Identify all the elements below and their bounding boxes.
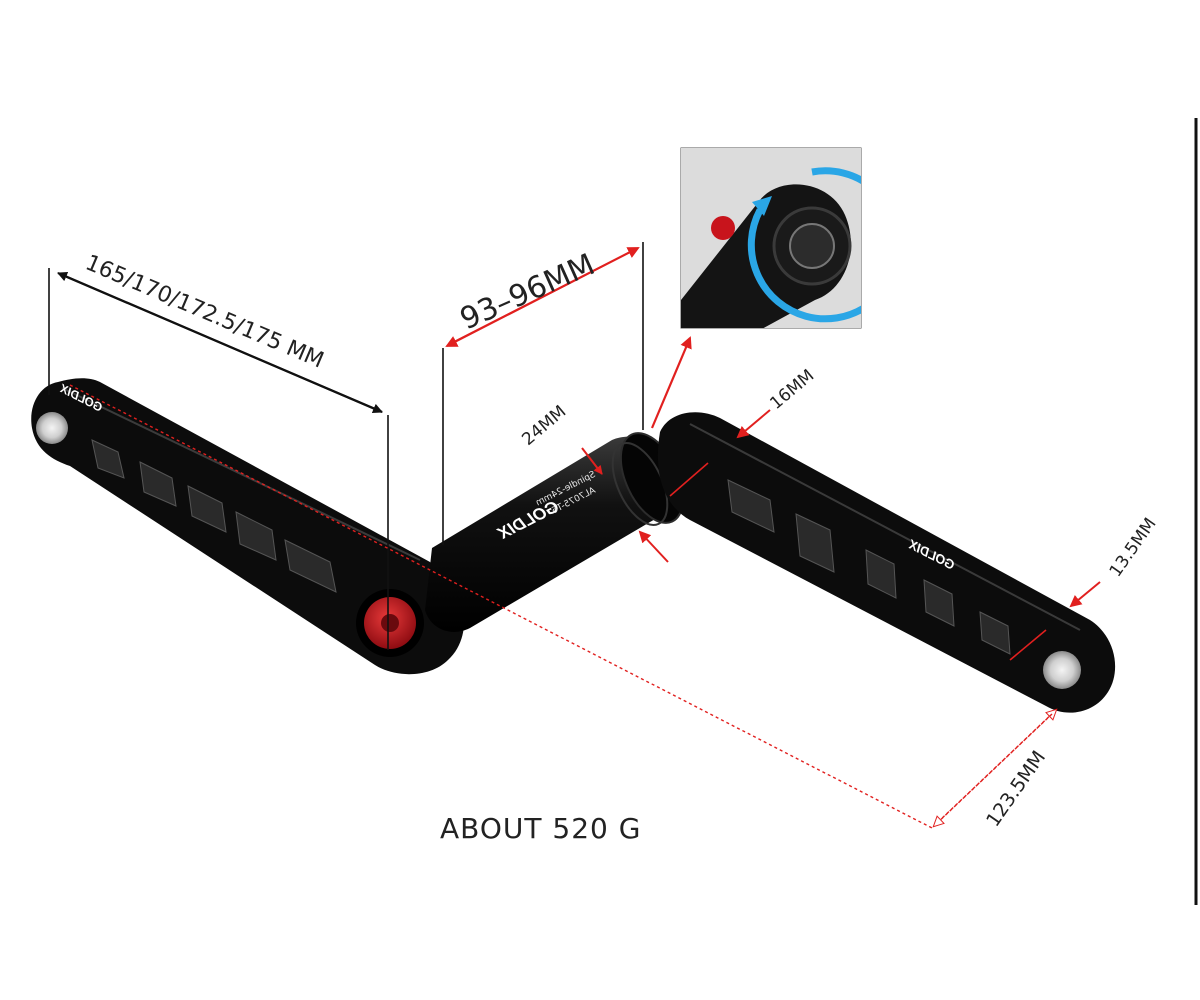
spindle-length-label: 93–96MM xyxy=(455,247,600,337)
left-crank-arm: GOLDIX xyxy=(31,378,465,675)
crank-length-label: 165/170/172.5/175 MM xyxy=(82,251,328,374)
arm-width-label: 16MM xyxy=(766,366,818,414)
arm-thickness-label: 13.5MM xyxy=(1106,514,1161,581)
spindle: GOLDIX Spindle-24mm AL7075-T6 xyxy=(425,432,685,632)
rotate-arrow-icon xyxy=(747,167,861,323)
weight-label: ABOUT 520 G xyxy=(440,812,641,845)
pedal-thread-left xyxy=(36,412,68,444)
spindle-diameter-label: 24MM xyxy=(518,402,570,450)
crank-bolt-rotation-inset xyxy=(680,147,862,329)
pedal-thread-right xyxy=(1043,651,1081,689)
inset-pointer-arrow xyxy=(650,336,692,429)
offset-label: 123.5MM xyxy=(982,747,1050,831)
right-crank-arm: GOLDIX xyxy=(657,412,1116,713)
